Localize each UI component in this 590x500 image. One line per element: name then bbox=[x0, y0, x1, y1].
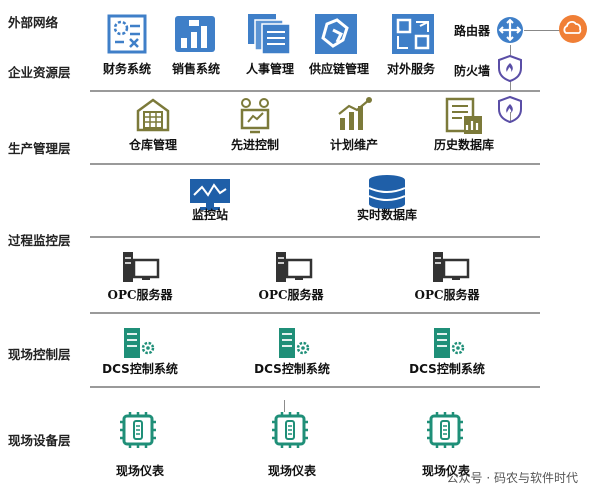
warehouse-icon bbox=[136, 98, 170, 132]
bus-dcs bbox=[90, 386, 540, 388]
opc-server-icon bbox=[433, 252, 470, 282]
node-label-warehouse: 仓库管理 bbox=[128, 138, 178, 152]
layer-label-process: 过程监控层 bbox=[8, 233, 71, 248]
layer-label-field-control: 现场控制层 bbox=[8, 347, 71, 362]
opc-server-icon bbox=[276, 252, 313, 282]
node-label-sales: 销售系统 bbox=[171, 62, 221, 76]
watermark: 公众号 · 码农与软件时代 bbox=[446, 471, 578, 485]
dcs-system-icon bbox=[279, 328, 310, 358]
field-instrument-icon bbox=[272, 412, 308, 448]
router-icon bbox=[497, 17, 523, 43]
layer-label-external: 外部网络 bbox=[8, 15, 59, 30]
bus-opc bbox=[90, 312, 540, 314]
bus-process bbox=[90, 236, 540, 238]
node-label-history-db: 历史数据库 bbox=[433, 138, 495, 152]
node-label-firewall: 防火墙 bbox=[453, 64, 491, 78]
monitor-station-icon bbox=[190, 179, 230, 210]
node-label-supply-chain: 供应链管理 bbox=[308, 62, 370, 76]
layer-label-enterprise: 企业资源层 bbox=[8, 65, 71, 80]
connector bbox=[510, 80, 511, 92]
node-label-router: 路由器 bbox=[453, 24, 491, 38]
realtime-database-icon bbox=[368, 175, 406, 209]
node-label-device-2: 现场仪表 bbox=[267, 464, 317, 478]
planning-maintenance-icon bbox=[338, 97, 372, 130]
node-label-opc-3: OPC服务器 bbox=[414, 288, 480, 302]
advanced-control-icon bbox=[240, 98, 270, 134]
node-label-monitor-station: 监控站 bbox=[191, 208, 229, 222]
connector bbox=[510, 112, 511, 122]
firewall-icon bbox=[498, 54, 522, 82]
dcs-system-icon bbox=[434, 328, 465, 358]
node-label-dcs-2: DCS控制系统 bbox=[254, 362, 330, 376]
node-label-finance: 财务系统 bbox=[102, 62, 152, 76]
node-label-device-1: 现场仪表 bbox=[115, 464, 165, 478]
node-label-realtime-db: 实时数据库 bbox=[356, 208, 418, 222]
layer-label-field-device: 现场设备层 bbox=[8, 433, 71, 448]
node-label-planning: 计划维产 bbox=[329, 138, 379, 152]
router-cloud-link bbox=[524, 30, 564, 31]
opc-server-icon bbox=[123, 252, 160, 282]
history-database-icon bbox=[445, 97, 482, 134]
hr-management-icon bbox=[248, 14, 291, 55]
node-label-dcs-1: DCS控制系统 bbox=[102, 362, 178, 376]
finance-system-icon bbox=[107, 14, 147, 54]
external-service-icon bbox=[392, 14, 434, 54]
field-instrument-icon bbox=[120, 412, 156, 448]
firewall-icon bbox=[498, 95, 522, 123]
cloud-icon bbox=[559, 15, 587, 43]
layer-label-production: 生产管理层 bbox=[8, 141, 71, 156]
node-label-external-service: 对外服务 bbox=[386, 62, 436, 76]
node-label-opc-1: OPC服务器 bbox=[107, 288, 173, 302]
supply-chain-icon bbox=[315, 14, 357, 54]
node-label-advanced-control: 先进控制 bbox=[230, 138, 280, 152]
node-label-opc-2: OPC服务器 bbox=[258, 288, 324, 302]
connector bbox=[284, 400, 285, 412]
field-instrument-icon bbox=[427, 412, 463, 448]
bus-enterprise bbox=[90, 90, 540, 92]
sales-system-icon bbox=[175, 16, 215, 52]
connector bbox=[510, 45, 511, 55]
node-label-hr: 人事管理 bbox=[245, 62, 295, 76]
bus-production bbox=[90, 163, 540, 165]
dcs-system-icon bbox=[124, 328, 155, 358]
node-label-dcs-3: DCS控制系统 bbox=[409, 362, 485, 376]
node-label-device-3: 现场仪表 bbox=[421, 464, 471, 478]
